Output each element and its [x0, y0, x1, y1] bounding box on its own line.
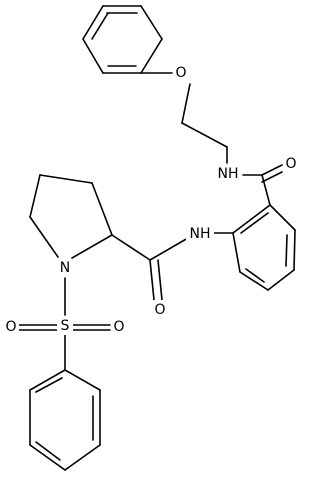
central-benzene-ring [232, 204, 296, 291]
middle-amide-nh-label: NH [190, 226, 211, 242]
pyrrolidine-nitrogen-label: N [60, 260, 70, 276]
sulfonyl-bonds [17, 277, 111, 371]
ethoxy-linker-bonds [140, 72, 228, 164]
top-carbonyl-oxygen-label: O [285, 156, 296, 172]
middle-carbonyl-oxygen-label: O [154, 302, 165, 318]
sulfonyl-oxygen-left-label: O [5, 319, 16, 335]
phenoxy-benzene-ring [82, 5, 163, 74]
atom-labels: O NH O NH O N S O O [3, 64, 299, 336]
benzenesulfonyl-ring [29, 369, 101, 471]
top-amide-bonds [242, 164, 283, 206]
top-amide-nh-label: NH [218, 166, 239, 182]
pyrrolidine-ring [29, 174, 151, 261]
molecule-structure-diagram: O NH O NH O N S O O [3, 5, 299, 471]
middle-amide-bonds [149, 232, 234, 301]
ether-oxygen-label: O [175, 65, 186, 81]
sulfur-label: S [61, 318, 70, 334]
sulfonyl-oxygen-right-label: O [113, 319, 124, 335]
